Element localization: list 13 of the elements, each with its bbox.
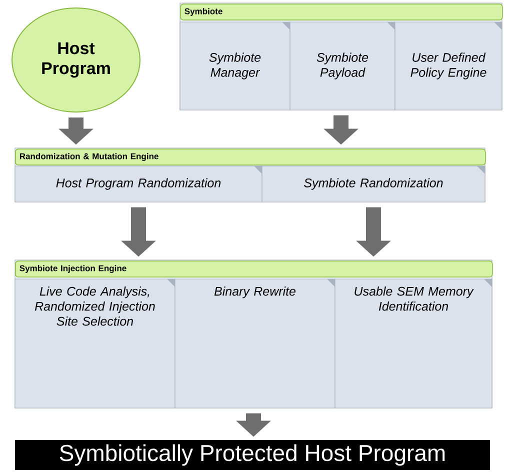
header-bar: Symbiote Injection Engine bbox=[15, 260, 493, 278]
process-box: Symbiote Payload bbox=[290, 22, 396, 110]
process-box: Symbiote Randomization bbox=[262, 166, 486, 202]
oval-node: Host Program bbox=[12, 8, 140, 112]
header-bar: Randomization & Mutation Engine bbox=[15, 148, 486, 166]
header-bar: Symbiote bbox=[180, 4, 503, 20]
process-box: Usable SEM Memory Identification bbox=[334, 278, 492, 408]
process-box: Symbiote Manager bbox=[180, 22, 290, 110]
title-bar: Symbiotically Protected Host Program bbox=[15, 440, 490, 470]
process-box: Host Program Randomization bbox=[14, 166, 262, 202]
process-box: User Defined Policy Engine bbox=[394, 22, 502, 110]
process-box: Live Code Analysis, Randomized Injection Site Selection bbox=[14, 278, 176, 408]
process-box: Binary Rewrite bbox=[174, 278, 336, 408]
